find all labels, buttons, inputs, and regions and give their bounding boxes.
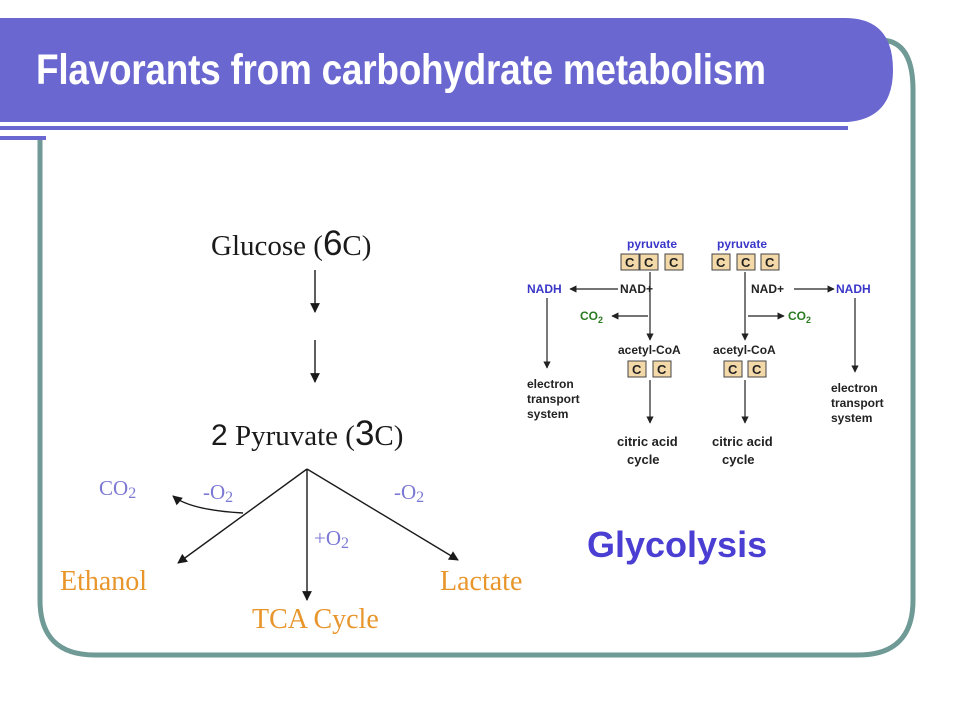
- acetyl-box-right-2: [747, 360, 767, 378]
- co2-text: CO: [99, 476, 129, 500]
- fig-co2-right: CO2: [788, 309, 811, 325]
- fig-acetyl-c-left-2: C: [657, 362, 667, 377]
- carbon-box-left-1: [620, 253, 640, 271]
- fig-acetyl-c-right-2: C: [752, 362, 762, 377]
- arrow-to-lactate: [306, 468, 459, 561]
- carbon-box-left-3: [664, 253, 684, 271]
- header-banner: [0, 18, 893, 122]
- fig-carbon-right-2: C: [741, 255, 751, 270]
- fig-acetyl-c-right-1: C: [728, 362, 738, 377]
- middle-condition-text: +O: [314, 526, 342, 550]
- fig-nadh-right: NADH: [836, 282, 871, 296]
- frame-border: [37, 37, 916, 658]
- fig-pyruvate-left: pyruvate: [627, 237, 677, 251]
- header-underline: [0, 126, 848, 130]
- arrow-to-co2: [172, 495, 244, 514]
- acetyl-box-right-1: [723, 360, 743, 378]
- fig-ets-left-1: electron: [527, 377, 574, 391]
- fig-carbon-right-3: C: [765, 255, 775, 270]
- fig-ets-left-2: transport: [527, 392, 580, 406]
- fig-acetyl-right: acetyl-CoA: [713, 343, 776, 357]
- glucose-text-end: C): [342, 230, 372, 262]
- acetyl-box-left-1: [627, 360, 647, 378]
- fig-pyruvate-right: pyruvate: [717, 237, 767, 251]
- carbon-box-right-2: [736, 253, 756, 271]
- co2-label: CO2: [99, 476, 136, 503]
- fig-cycle-left-1: citric acid: [617, 434, 678, 449]
- left-condition-subscript: 2: [225, 489, 234, 506]
- slide-title: Flavorants from carbohydrate metabolism: [36, 46, 766, 94]
- middle-condition-label: +O2: [314, 526, 349, 553]
- fig-ets-right-2: transport: [831, 396, 884, 410]
- acetyl-box-left-2: [652, 360, 672, 378]
- fig-cycle-right-1: citric acid: [712, 434, 773, 449]
- co2-subscript: 2: [128, 485, 137, 502]
- glucose-carbon-count: 6: [322, 224, 343, 263]
- fig-ets-right-3: system: [831, 411, 872, 425]
- fig-cycle-right-2: cycle: [722, 452, 755, 467]
- pyruvate-text-end: C): [374, 420, 404, 452]
- fig-acetyl-c-left-1: C: [632, 362, 642, 377]
- fig-carbon-left-2: C: [644, 255, 654, 270]
- arrow-to-ethanol: [177, 468, 308, 564]
- fig-acetyl-left: acetyl-CoA: [618, 343, 681, 357]
- fig-carbon-right-1: C: [716, 255, 726, 270]
- fig-nadh-left: NADH: [527, 282, 562, 296]
- glycolysis-figure: pyruvate C C C NADH NAD+ CO2 acetyl-CoA …: [527, 237, 884, 467]
- lactate-label: Lactate: [440, 566, 523, 597]
- fig-co2-left: CO2: [580, 309, 603, 325]
- carbon-box-right-3: [760, 253, 780, 271]
- fig-carbon-left-3: C: [669, 255, 679, 270]
- middle-condition-subscript: 2: [341, 535, 350, 552]
- fig-cycle-left-2: cycle: [627, 452, 660, 467]
- fig-nad-right: NAD+: [751, 282, 784, 296]
- fig-carbon-left-1: C: [625, 255, 635, 270]
- fig-ets-left-3: system: [527, 407, 568, 421]
- ethanol-label: Ethanol: [60, 566, 148, 597]
- right-condition-text: -O: [394, 480, 417, 504]
- carbon-box-right-1: [711, 253, 731, 271]
- pyruvate-label: 2 Pyruvate (3C): [211, 414, 403, 454]
- pyruvate-carbon-count: 3: [354, 414, 375, 453]
- right-condition-label: -O2: [394, 480, 424, 507]
- header-stub: [0, 136, 46, 140]
- fig-nad-left: NAD+: [620, 282, 653, 296]
- tca-cycle-label: TCA Cycle: [252, 604, 379, 635]
- fig-ets-right-1: electron: [831, 381, 878, 395]
- right-condition-subscript: 2: [416, 489, 425, 506]
- pyruvate-text: Pyruvate (: [227, 420, 355, 452]
- left-condition-label: -O2: [203, 480, 233, 507]
- carbon-box-left-2: [639, 253, 659, 271]
- glucose-text: Glucose (: [211, 230, 323, 262]
- glycolysis-caption: Glycolysis: [587, 524, 768, 565]
- left-condition-text: -O: [203, 480, 226, 504]
- pyruvate-count: 2: [211, 419, 228, 452]
- glucose-label: Glucose (6C): [211, 224, 371, 264]
